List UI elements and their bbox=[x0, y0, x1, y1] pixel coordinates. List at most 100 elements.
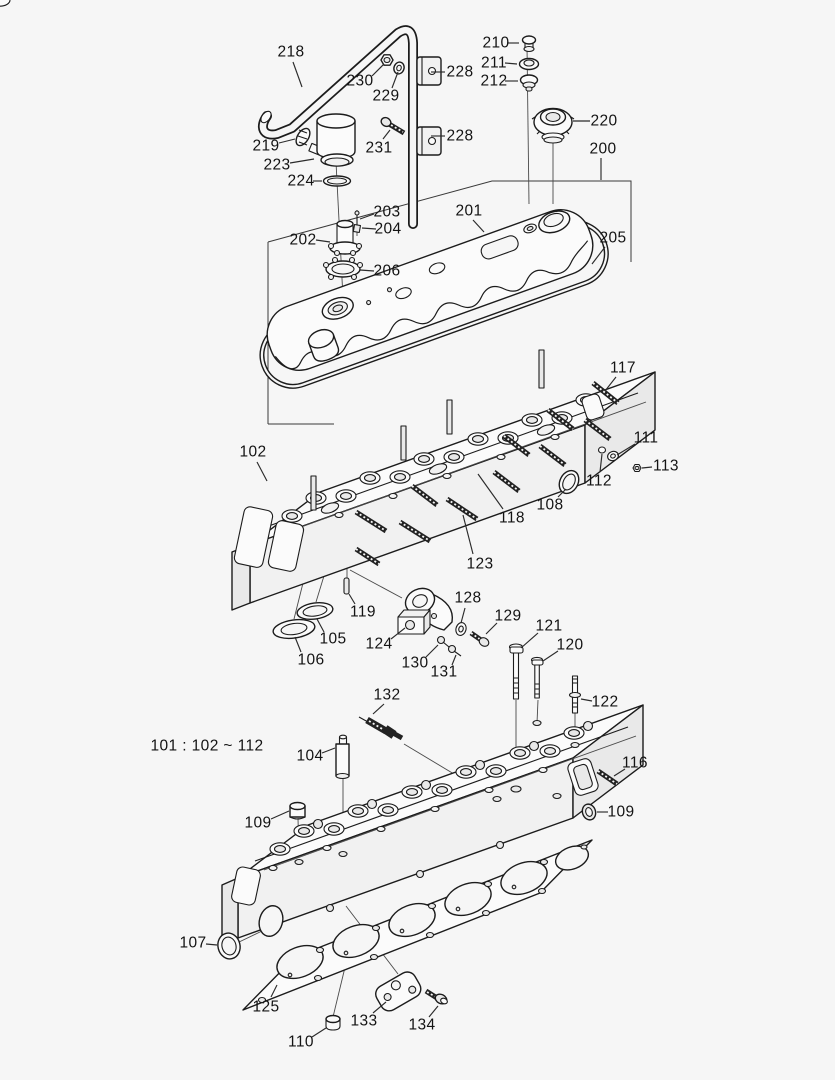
valve-cover-group bbox=[259, 209, 609, 389]
callout-132: 132 bbox=[373, 686, 401, 704]
plug-109-right bbox=[581, 803, 597, 821]
washer-128 bbox=[455, 622, 467, 636]
callout-117: 117 bbox=[610, 359, 636, 377]
nut-113 bbox=[632, 463, 642, 473]
callout-220: 220 bbox=[590, 112, 618, 130]
callout-121: 121 bbox=[535, 617, 563, 635]
callout-219: 219 bbox=[252, 137, 280, 155]
callout-205: 205 bbox=[599, 229, 627, 247]
callout-112: 112 bbox=[586, 472, 612, 490]
lifting-bracket-124 bbox=[397, 587, 454, 635]
callout-206: 206 bbox=[373, 262, 401, 280]
stud-116 bbox=[596, 768, 619, 787]
grommet-212 bbox=[519, 74, 539, 92]
hose-clamp-219 bbox=[295, 127, 311, 147]
screw-131 bbox=[447, 644, 462, 657]
callout-119: 119 bbox=[350, 603, 376, 621]
valve-seats-lower bbox=[269, 720, 594, 856]
pipe-clamp-lower bbox=[416, 126, 442, 156]
callout-134: 134 bbox=[408, 1016, 436, 1034]
oil-filler-cap bbox=[531, 107, 575, 144]
callout-109-left: 109 bbox=[244, 814, 272, 832]
seal-105 bbox=[296, 601, 334, 621]
callout-200: 200 bbox=[589, 140, 617, 158]
screw-130 bbox=[436, 635, 450, 648]
callout-109-right: 109 bbox=[607, 803, 635, 821]
cover-plate-133 bbox=[375, 971, 422, 1012]
head-gasket bbox=[242, 839, 593, 1011]
callout-229: 229 bbox=[372, 87, 400, 105]
glow-plug-132 bbox=[358, 716, 404, 741]
head-bolt-121 bbox=[508, 643, 524, 700]
callout-218: 218 bbox=[277, 43, 305, 61]
cup-plug-110 bbox=[325, 1014, 341, 1031]
callout-107: 107 bbox=[179, 934, 207, 952]
callout-113: 113 bbox=[653, 457, 679, 475]
callout-104: 104 bbox=[296, 747, 324, 765]
head-bolt-120 bbox=[530, 656, 544, 699]
nut-230 bbox=[380, 54, 394, 66]
callout-201: 201 bbox=[455, 202, 483, 220]
callout-231: 231 bbox=[365, 139, 393, 157]
callout-228-lower: 228 bbox=[446, 127, 474, 145]
callout-202: 202 bbox=[289, 231, 317, 249]
callout-223: 223 bbox=[263, 156, 291, 174]
callout-130: 130 bbox=[401, 654, 429, 672]
bolt-134 bbox=[424, 988, 448, 1005]
callout-128: 128 bbox=[454, 589, 482, 607]
callout-102: 102 bbox=[239, 443, 267, 461]
callout-230: 230 bbox=[346, 72, 374, 90]
callout-110: 110 bbox=[288, 1033, 314, 1051]
callout-122: 122 bbox=[591, 693, 619, 711]
cover-plaque bbox=[480, 235, 519, 260]
callout-123: 123 bbox=[466, 555, 494, 573]
callout-108: 108 bbox=[536, 496, 564, 514]
callout-129: 129 bbox=[494, 607, 522, 625]
washer-229 bbox=[393, 61, 405, 75]
callout-111: 111 bbox=[633, 429, 659, 447]
clip-204 bbox=[352, 223, 362, 234]
bolt-210 bbox=[521, 35, 537, 53]
ring-112 bbox=[597, 446, 607, 454]
diagonal-studs bbox=[354, 381, 620, 567]
callout-124: 124 bbox=[365, 635, 393, 653]
exhaust-port-boss bbox=[567, 758, 599, 796]
separator-cup-223 bbox=[308, 113, 356, 167]
cylinder-head-upper bbox=[0, 0, 656, 611]
gasket-206 bbox=[322, 256, 364, 281]
cylinder-head-lower bbox=[221, 704, 644, 945]
seal-106 bbox=[272, 618, 316, 640]
callout-125: 125 bbox=[252, 998, 280, 1016]
valve-guide-104 bbox=[335, 734, 350, 780]
callout-106: 106 bbox=[297, 651, 325, 669]
callout-120: 120 bbox=[556, 636, 584, 654]
callout-118: 118 bbox=[499, 509, 525, 527]
washer-211 bbox=[518, 57, 540, 71]
seal-107 bbox=[217, 932, 241, 960]
stud-122 bbox=[568, 675, 582, 714]
bolt-129 bbox=[469, 630, 490, 647]
fitting-202 bbox=[327, 219, 363, 257]
callout-211: 211 bbox=[481, 54, 507, 72]
callout-204: 204 bbox=[374, 220, 402, 238]
cover-cylinder-boss bbox=[307, 328, 340, 362]
callout-228-upper: 228 bbox=[446, 63, 474, 81]
callout-116: 116 bbox=[622, 754, 648, 772]
callout-note-101: 101 : 102 ~ 112 bbox=[150, 737, 264, 755]
callout-105: 105 bbox=[319, 630, 347, 648]
callout-131: 131 bbox=[430, 663, 458, 681]
pin-119 bbox=[343, 577, 350, 595]
callout-212: 212 bbox=[480, 72, 508, 90]
callout-210: 210 bbox=[482, 34, 510, 52]
callout-133: 133 bbox=[350, 1012, 378, 1030]
callout-224: 224 bbox=[287, 172, 315, 190]
breather-pipe bbox=[257, 25, 418, 229]
cap-109-left bbox=[289, 801, 306, 820]
pipe-clamp-upper bbox=[416, 56, 442, 86]
vertical-studs-upper bbox=[310, 349, 545, 511]
bolt-231 bbox=[380, 116, 406, 136]
o-ring-224 bbox=[322, 175, 352, 187]
callout-203: 203 bbox=[373, 203, 401, 221]
